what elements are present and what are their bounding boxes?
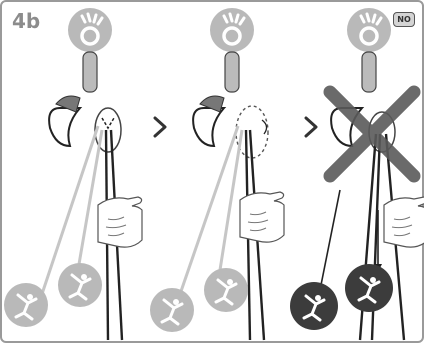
belay-device-icon: [56, 96, 80, 112]
hand-icon: [240, 192, 284, 242]
falling-climber-icon: [345, 264, 393, 312]
carabiner-icon: [193, 108, 224, 146]
climber-icon: [150, 288, 194, 332]
chevron-right-icon: [155, 118, 165, 136]
sling-icon: [362, 52, 376, 92]
hand-icon: [384, 197, 424, 247]
falling-climber-icon: [290, 282, 338, 330]
anchor-icon: [210, 8, 254, 52]
anchor-icon: [68, 8, 112, 52]
cross-out-icon: [330, 92, 414, 176]
belay-device-icon: [200, 96, 224, 112]
carabiner-icon: [49, 108, 80, 146]
climber-icon: [204, 268, 248, 312]
chevron-right-icon: [306, 118, 316, 136]
climber-icon: [4, 283, 48, 327]
sling-icon: [225, 52, 239, 92]
sling-icon: [83, 52, 97, 92]
climber-icon: [58, 263, 102, 307]
hand-icon: [98, 197, 142, 247]
anchor-icon: [347, 8, 391, 52]
